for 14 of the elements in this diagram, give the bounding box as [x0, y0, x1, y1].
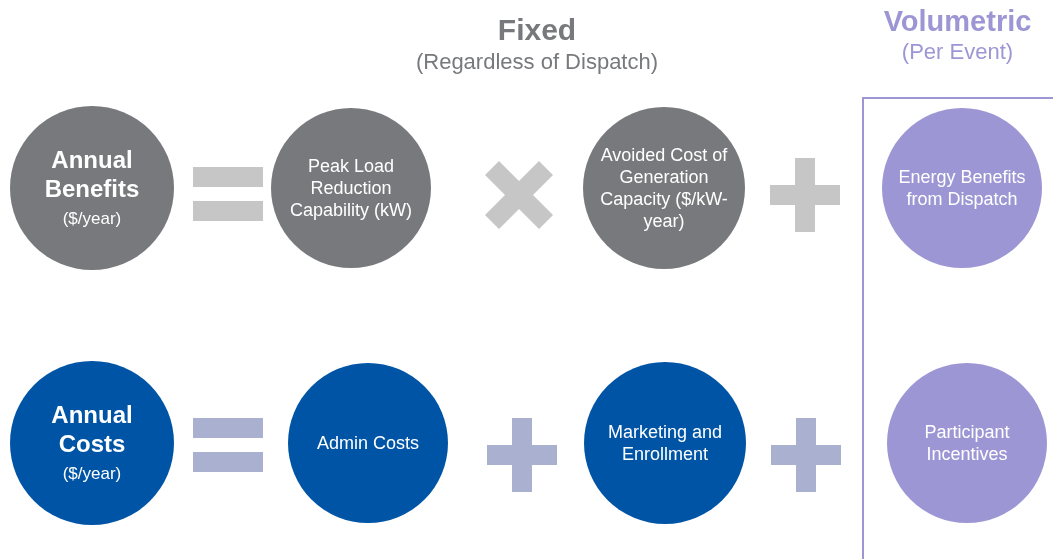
section-heading: Fixed: [497, 12, 577, 48]
node-subtitle: ($/year): [62, 208, 122, 230]
node-title: Admin Costs: [315, 432, 420, 454]
node-title: Participant Incentives: [923, 421, 1011, 465]
group-heading: Volumetric: [883, 4, 1032, 38]
section-subheading: (Regardless of Dispatch): [415, 48, 659, 76]
group-subheading: (Per Event): [901, 38, 1014, 66]
node-subtitle: ($/year): [62, 463, 122, 485]
node-title: Marketing and Enrollment: [606, 421, 724, 465]
node-title: Energy Benefits from Dispatch: [897, 166, 1027, 210]
node-title: Annual Costs: [50, 400, 134, 458]
node-title: Peak Load Reduction Capability (kW): [289, 155, 413, 221]
node-title: Avoided Cost of Generation Capacity ($/kW-year): [599, 144, 729, 232]
node-title: Annual Benefits: [43, 145, 141, 203]
